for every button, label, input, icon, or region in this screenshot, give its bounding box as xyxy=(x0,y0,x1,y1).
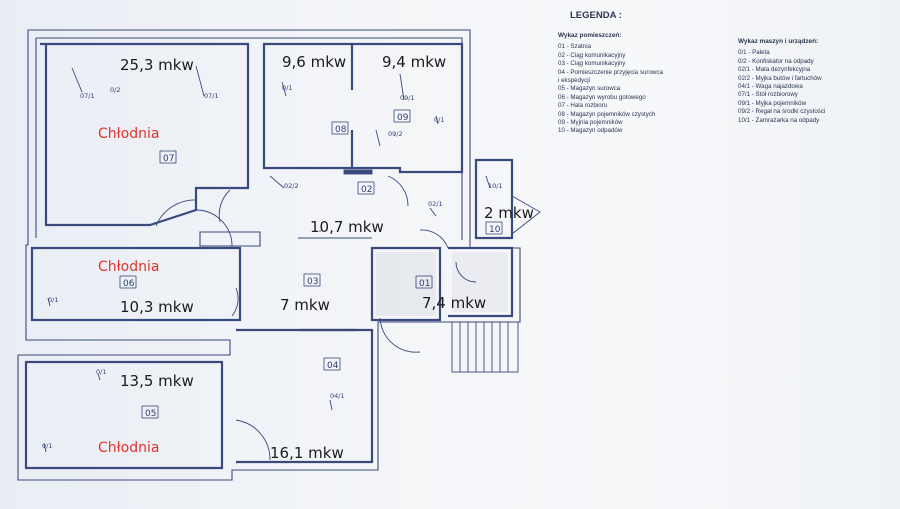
legend-room-row: 08 - Magazyn pojemników czystych xyxy=(558,110,656,118)
room-04-area: 16,1 mkw xyxy=(270,444,344,462)
equipment-markers xyxy=(43,65,491,453)
room-04: 04 16,1 mkw xyxy=(270,361,344,462)
room-10-number: 10 xyxy=(489,225,501,235)
legend-equipment-row: 09/2 - Regał na środki czystości xyxy=(738,108,826,116)
room-08-number: 08 xyxy=(335,125,347,135)
legend-equipment-row: 02/1 - Mata dezynfekcyjna xyxy=(738,66,811,74)
room-02: 10,7 mkw 02 xyxy=(310,185,384,236)
legend-title: LEGENDA : xyxy=(570,10,622,21)
legend-equipment-row: 04/1 - Waga najazdowa xyxy=(738,83,803,91)
legend-room-row: 10 - Magazyn odpadów xyxy=(558,127,623,135)
legend-room-row: 05 - Magazyn surowca xyxy=(558,85,621,93)
room-05-label: Chłodnia xyxy=(98,440,159,456)
equipment-tag: 02/2 xyxy=(284,182,299,190)
room-01: 01 7,4 mkw xyxy=(419,279,486,312)
equipment-tag: 09/1 xyxy=(400,94,415,102)
legend-equipment-row: 09/1 - Myjka pojemników xyxy=(738,99,807,107)
room-02-area: 10,7 mkw xyxy=(310,218,384,236)
room-03-number: 03 xyxy=(307,277,318,287)
room-06-label: Chłodnia xyxy=(98,259,159,275)
legend-rooms: Wykaz pomieszczeń: 01 - Szatnia 02 - Cią… xyxy=(558,32,728,136)
room-07: 25,3 mkw Chłodnia 07 xyxy=(98,56,194,164)
room-06: Chłodnia 06 10,3 mkw xyxy=(98,259,194,316)
room-number-boxes xyxy=(119,109,503,419)
entrance-stairs xyxy=(451,321,519,373)
legend-room-row: i ekspedycji xyxy=(558,77,590,85)
legend-equipment-row: 0/2 - Konfiskator na odpady xyxy=(738,57,814,65)
equipment-tag: 0/1 xyxy=(42,442,52,450)
equipment-tag: 02/1 xyxy=(428,200,443,208)
room-10-area: 2 mkw xyxy=(484,204,534,222)
room-09-number: 09 xyxy=(397,113,409,123)
room-05-area: 13,5 mkw xyxy=(120,372,194,390)
legend-equipment-header: Wykaz maszyn i urządzeń: xyxy=(738,38,819,45)
room-05: 13,5 mkw 05 Chłodnia xyxy=(98,372,194,456)
room-04-number: 04 xyxy=(327,361,339,371)
legend-equipment-row: 02/2 - Myjka butów i fartuchów xyxy=(738,74,822,82)
legend-room-row: 06 - Magazyn wyrobu gotowego xyxy=(558,93,646,101)
legend-room-row: 01 - Szatnia xyxy=(558,43,592,51)
room-07-area: 25,3 mkw xyxy=(120,56,194,74)
legend-equipment-row: 07/1 - Stół rozbiorowy xyxy=(738,91,798,99)
legend-equipment-row: 10/1 - Zamrażarka na odpady xyxy=(738,116,820,124)
legend-room-row: 02 - Ciąg komunikacyjny xyxy=(558,51,626,59)
equipment-tag: 04/1 xyxy=(330,392,345,400)
room-02-number: 02 xyxy=(361,185,372,195)
room-08-area: 9,6 mkw xyxy=(282,53,346,71)
room-06-area: 10,3 mkw xyxy=(120,298,194,316)
equipment-tag: 0/1 xyxy=(434,116,444,124)
equipment-tag: 10/1 xyxy=(488,182,503,190)
room-06-number: 06 xyxy=(123,279,135,289)
room-03-area: 7 mkw xyxy=(280,296,330,314)
room-05-number: 05 xyxy=(145,409,156,419)
equipment-tag: 0/1 xyxy=(48,296,58,304)
room-10: 2 mkw 10 xyxy=(484,204,534,235)
legend-equipment-row: 0/1 - Paleta xyxy=(738,49,770,57)
room-09: 9,4 mkw 09 xyxy=(382,53,446,123)
legend-room-row: 04 - Pomieszczenie przyjęcia surowca xyxy=(558,68,663,76)
legend-rooms-header: Wykaz pomieszczeń: xyxy=(558,32,622,39)
door-swings xyxy=(155,175,541,461)
room-07-number: 07 xyxy=(163,154,174,164)
equipment-tags: 07/1 0/2 07/1 0/1 09/1 09/2 0/1 02/2 02/… xyxy=(42,84,503,450)
room-08: 9,6 mkw 08 xyxy=(282,53,347,135)
room-01-area: 7,4 mkw xyxy=(422,294,486,312)
room-01-floor-hatch xyxy=(376,252,508,316)
legend-equipment: Wykaz maszyn i urządzeń: 0/1 - Paleta 0/… xyxy=(738,38,888,125)
equipment-tag: 0/1 xyxy=(96,368,106,376)
room-07-label: Chłodnia xyxy=(98,126,159,142)
legend: LEGENDA : Wykaz pomieszczeń: 01 - Szatni… xyxy=(540,8,890,168)
room-03: 03 7 mkw xyxy=(280,277,330,314)
outer-walls xyxy=(17,29,521,481)
room-01-number: 01 xyxy=(419,279,430,289)
equipment-tag: 0/2 xyxy=(110,86,120,94)
equipment-tag: 09/2 xyxy=(388,130,403,138)
legend-room-row: 07 - Hala rozbioru xyxy=(558,102,608,110)
equipment-tag: 07/1 xyxy=(80,92,95,100)
legend-room-row: 09 - Myjnia pojemników xyxy=(558,119,623,127)
legend-room-row: 03 - Ciąg komunikacyjny xyxy=(558,60,626,68)
room-09-area: 9,4 mkw xyxy=(382,53,446,71)
equipment-tag: 0/1 xyxy=(282,84,292,92)
equipment-tag: 07/1 xyxy=(204,92,219,100)
